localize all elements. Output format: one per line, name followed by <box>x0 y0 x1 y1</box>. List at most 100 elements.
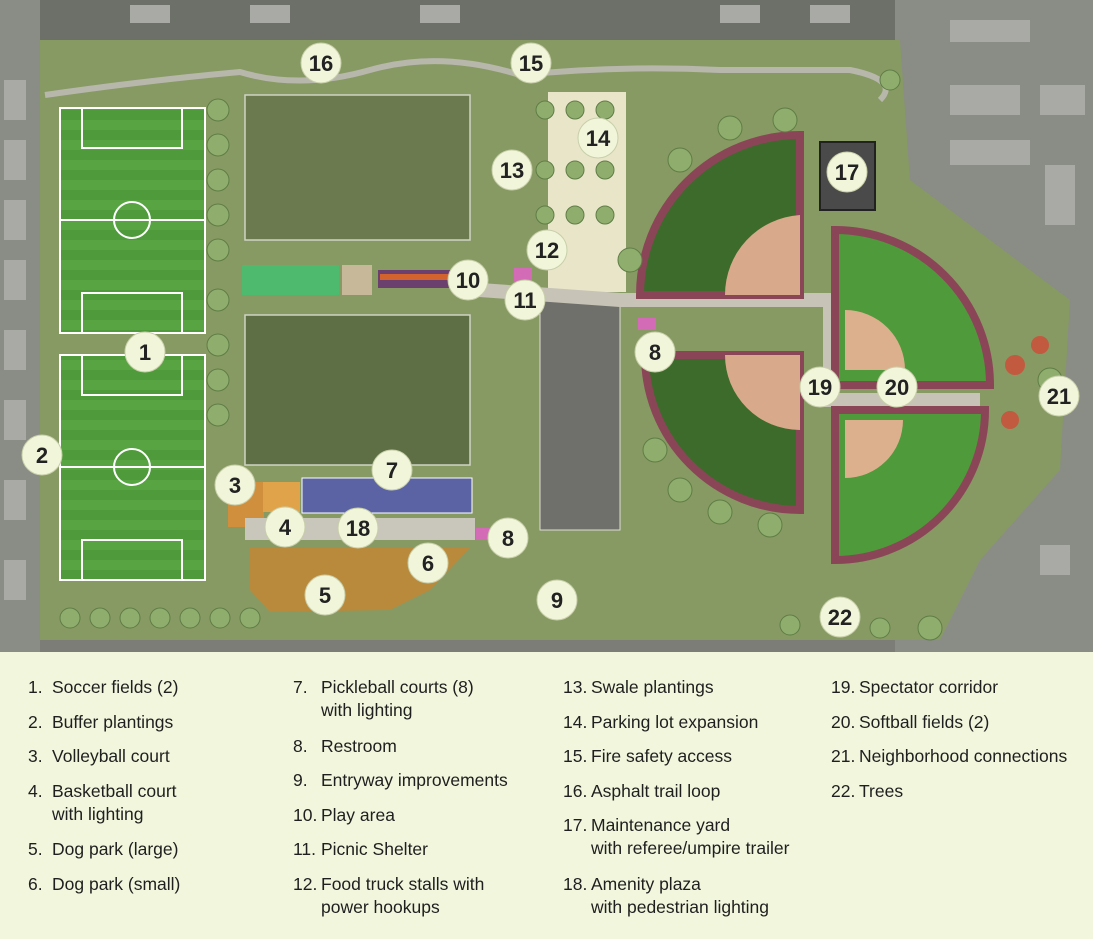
legend-item-number: 11. <box>293 839 317 859</box>
map-marker-12 <box>526 229 568 271</box>
legend-item-number: 22. <box>831 780 856 801</box>
map-marker-number: 4 <box>279 515 292 540</box>
legend-item: 19.Spectator corridor <box>831 676 1081 699</box>
map-marker-6 <box>407 542 449 584</box>
map-marker-21 <box>1038 375 1080 417</box>
map-marker-number: 20 <box>885 375 909 400</box>
map-marker-number: 14 <box>586 126 611 151</box>
legend-item-label: Softball fields (2) <box>859 711 990 732</box>
legend-item: 2. Buffer plantings <box>28 711 278 734</box>
legend-item-label: Dog park (large) <box>52 839 179 859</box>
legend-item-number: 10. <box>293 804 318 825</box>
legend-item: 18.Amenity plaza with pedestrian lightin… <box>563 873 813 919</box>
legend-item-number: 16. <box>563 780 588 801</box>
legend-panel: 1. Soccer fields (2) 2. Buffer plantings 3. V… <box>0 652 1093 939</box>
legend-item-number: 5. <box>28 839 43 859</box>
map-marker-15 <box>510 42 552 84</box>
map-marker-13 <box>491 149 533 191</box>
legend-item: 14.Parking lot expansion <box>563 711 813 734</box>
map-marker-number: 8 <box>649 340 661 365</box>
legend-item-number: 7. <box>293 677 308 697</box>
map-marker-4 <box>264 506 306 548</box>
map-marker-number: 5 <box>319 583 331 608</box>
legend-item-label: Restroom <box>321 735 397 756</box>
legend-item-label: Maintenance yard with referee/umpire tra… <box>591 815 790 858</box>
legend-item-label: Basketball court with lighting <box>52 780 177 824</box>
map-marker-20 <box>876 366 918 408</box>
legend-item-label: Picnic Shelter <box>321 839 428 859</box>
legend-item: 22.Trees <box>831 780 1081 803</box>
legend-item-number: 14. <box>563 711 588 732</box>
legend-item-label: Fire safety access <box>591 746 733 766</box>
legend-item: 7.Pickleball courts (8) with lighting <box>293 676 543 722</box>
legend-item-number: 4. <box>28 780 43 801</box>
map-marker-18 <box>337 507 379 549</box>
map-marker-number: 19 <box>808 375 832 400</box>
legend-item-label: Asphalt trail loop <box>591 780 721 801</box>
legend-item-label: Amenity plaza with pedestrian lighting <box>591 873 770 917</box>
map-marker-1 <box>124 331 166 373</box>
legend-item-label: Play area <box>321 804 395 825</box>
map-marker-number: 7 <box>386 458 398 483</box>
legend-item: 11.Picnic Shelter <box>293 838 543 861</box>
map-marker-number: 9 <box>551 588 563 613</box>
map-marker-number: 6 <box>422 551 434 576</box>
legend-item-number: 21. <box>831 746 856 766</box>
map-marker-11 <box>504 279 546 321</box>
map-marker-number: 2 <box>36 443 48 468</box>
map-marker-number: 16 <box>309 51 333 76</box>
legend-item-number: 1. <box>28 677 43 697</box>
map-marker-2 <box>21 434 63 476</box>
legend-item-number: 8. <box>293 735 308 756</box>
legend-item-label: Parking lot expansion <box>591 711 759 732</box>
play-area-turf <box>242 265 339 295</box>
asphalt-trail <box>44 58 889 103</box>
map-marker-5 <box>304 574 346 616</box>
map-marker-19 <box>799 366 841 408</box>
legend-item-label: Volleyball court <box>52 746 170 766</box>
legend-item: 6. Dog park (small) <box>28 873 278 896</box>
legend-item-number: 9. <box>293 770 308 790</box>
legend-item: 9. Entryway improvements <box>293 769 543 792</box>
map-marker-number: 8 <box>502 526 514 551</box>
legend-item-label: Entryway improvements <box>321 770 508 790</box>
existing-field-south <box>244 314 471 466</box>
legend-item-label: Swale plantings <box>591 677 714 697</box>
map-marker-number: 13 <box>500 158 524 183</box>
play-area-sand <box>342 265 372 295</box>
legend-item-number: 13. <box>563 677 588 697</box>
legend-item-label: Soccer fields (2) <box>52 677 179 697</box>
map-marker-number: 1 <box>139 340 151 365</box>
legend-item-label: Trees <box>859 780 904 801</box>
legend-item-number: 20. <box>831 711 856 732</box>
legend-item-label: Neighborhood connections <box>859 746 1068 766</box>
map-marker-17 <box>826 151 868 193</box>
map-marker-number: 11 <box>513 288 536 313</box>
map-marker-number: 15 <box>519 51 543 76</box>
picnic-shelter <box>514 268 532 282</box>
map-marker-7 <box>371 449 413 491</box>
legend-item: 17.Maintenance yard with referee/umpire … <box>563 814 813 860</box>
legend-item-number: 2. <box>28 711 43 732</box>
legend-item-label: Dog park (small) <box>52 873 181 894</box>
soccer-fields <box>59 107 206 581</box>
legend-item: 13.Swale plantings <box>563 676 813 699</box>
map-marker-8 <box>634 331 676 373</box>
legend-item: 21.Neighborhood connections <box>831 745 1081 768</box>
map-marker-9 <box>536 579 578 621</box>
legend-item: 16.Asphalt trail loop <box>563 780 813 803</box>
legend-item-number: 17. <box>563 815 588 835</box>
legend-item: 5. Dog park (large) <box>28 838 278 861</box>
legend-item: 10.Play area <box>293 804 543 827</box>
existing-field-north <box>244 94 471 241</box>
legend-item-number: 3. <box>28 746 43 766</box>
map-marker-number: 18 <box>346 516 370 541</box>
legend-item-number: 6. <box>28 873 43 894</box>
map-marker-number: 22 <box>828 605 852 630</box>
legend-item-label: Food truck stalls with power hookups <box>321 873 485 917</box>
legend-item-number: 15. <box>563 746 588 766</box>
legend-item-label: Buffer plantings <box>52 711 174 732</box>
accent-trees <box>1001 336 1049 429</box>
